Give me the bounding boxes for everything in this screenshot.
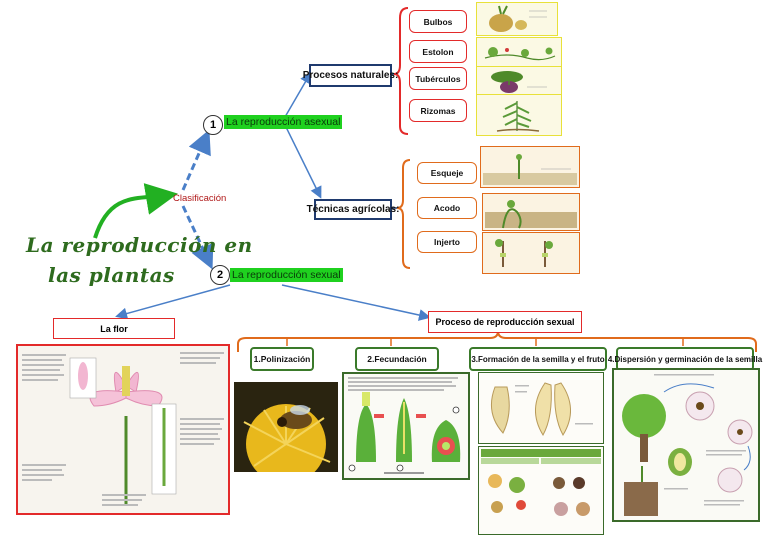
fecundacion-image [342, 372, 470, 480]
dispersion-germinacion-image [612, 368, 760, 522]
procesos-naturales-box: Procesos naturales: [303, 64, 398, 87]
estolon-box: Estolon [409, 40, 467, 63]
diagram-title-line1: La reproducción en [26, 233, 253, 257]
acodo-box: Acodo [417, 197, 477, 219]
polinizacion-image [234, 382, 338, 472]
rizomas-box: Rizomas [409, 99, 467, 122]
estolon-image [476, 37, 562, 67]
esqueje-box: Esqueje [417, 162, 477, 184]
tecnicas-agricolas-box: Técnicas agrícolas: [307, 199, 399, 220]
green-swoosh-arrow [93, 183, 178, 239]
step-fecundacion: 2.Fecundación [355, 347, 439, 371]
step-polinizacion: 1.Polinización [250, 347, 314, 371]
branch-1-number: 1 [203, 115, 223, 135]
acodo-image [482, 193, 580, 231]
flower-anatomy-image [16, 344, 230, 515]
clasificacion-label: Clasificación [173, 193, 227, 204]
rizomas-image [476, 94, 562, 136]
la-flor-box: La flor [53, 318, 175, 339]
sexual-reproduction-label: La reproducción sexual [230, 268, 343, 282]
esqueje-image [480, 146, 580, 188]
asexual-reproduction-label: La reproducción asexual [224, 115, 343, 129]
bulbos-image [476, 2, 558, 36]
tuberculos-image [476, 66, 562, 96]
tuberculos-box: Tubérculos [409, 67, 467, 90]
bulbos-box: Bulbos [409, 10, 467, 33]
injerto-image [482, 232, 580, 274]
diagram-title-line2: las plantas [48, 263, 175, 287]
step-formacion-semilla-fruto: 3.Formación de la semilla y el fruto [469, 347, 607, 371]
fruto-image [478, 446, 604, 535]
injerto-box: Injerto [417, 231, 477, 253]
branch-2-number: 2 [210, 265, 230, 285]
semilla-image [478, 372, 604, 444]
proceso-reproduccion-sexual-box: Proceso de reproducción sexual [428, 311, 582, 333]
